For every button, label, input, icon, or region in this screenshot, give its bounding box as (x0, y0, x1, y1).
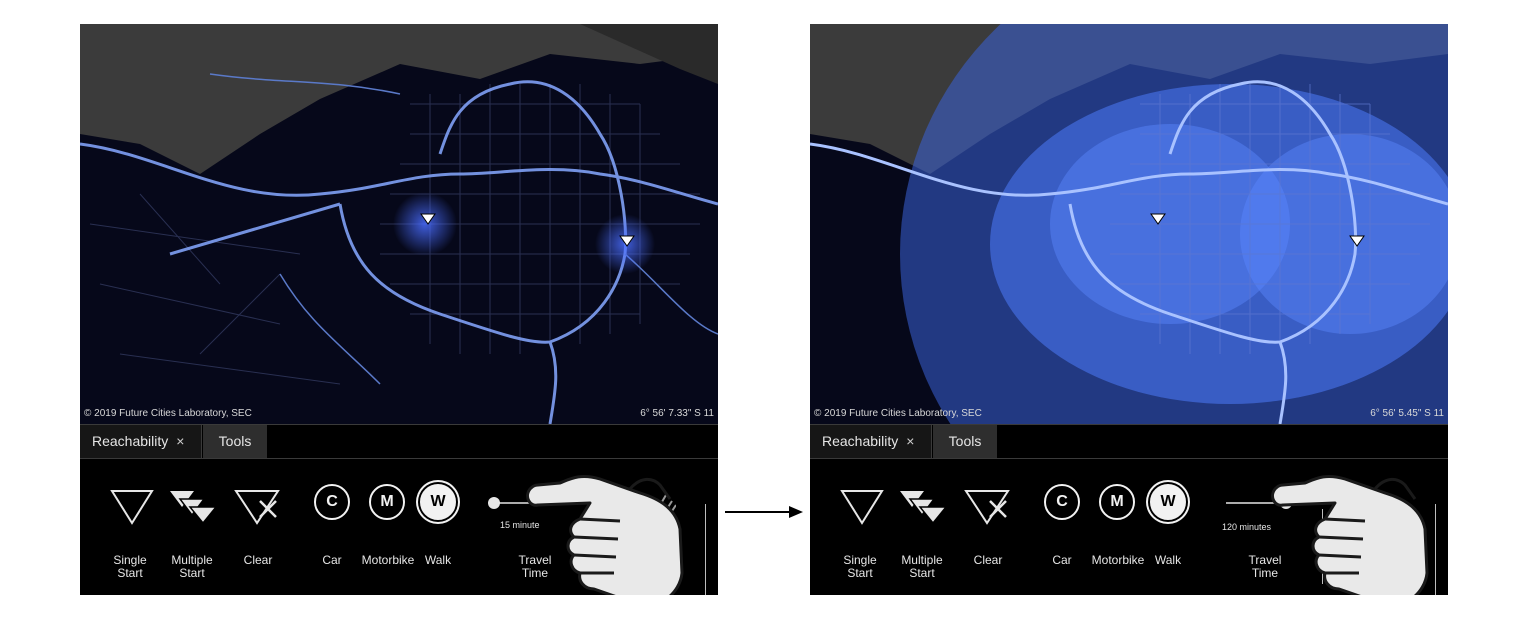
map-attribution: © 2019 Future Cities Laboratory, SEC (84, 408, 252, 419)
toolbar-divider (1435, 504, 1436, 595)
single-start-icon (110, 490, 154, 525)
travel-time-label-line1: Travel (1248, 553, 1282, 567)
single-start-label-line1: Single (113, 553, 147, 567)
car-label: Car (322, 553, 342, 567)
car-mode-button[interactable]: C Car (310, 484, 354, 579)
start-marker (1150, 213, 1166, 225)
start-marker (420, 213, 436, 225)
car-icon: C (1044, 484, 1080, 520)
multiple-start-icon (900, 491, 948, 525)
travel-time-label-line1: Travel (518, 553, 552, 567)
multiple-start-label-line1: Multiple (901, 553, 943, 567)
tab-reachability-label: Reachability (822, 433, 899, 449)
toolbar-divider (705, 504, 706, 595)
clear-button[interactable]: Clear (228, 489, 288, 579)
walk-label: Walk (424, 553, 452, 567)
multiple-start-button[interactable]: Multiple Start (162, 489, 222, 580)
multiple-start-label-line2: Start (179, 566, 205, 580)
motorbike-icon: M (369, 484, 405, 520)
slider-thumb (488, 497, 500, 509)
walk-mode-button[interactable]: W Walk (416, 484, 460, 579)
walk-icon: W (1150, 484, 1186, 520)
before-screenshot: © 2019 Future Cities Laboratory, SEC 6° … (80, 24, 718, 595)
close-icon[interactable]: × (906, 433, 915, 449)
clear-button[interactable]: Clear (958, 489, 1018, 579)
single-start-button[interactable]: Single Start (830, 489, 890, 580)
tab-reachability[interactable]: Reachability × (810, 425, 932, 458)
cursor-coordinate: 6° 56' 5.45" S 11 (1370, 408, 1444, 419)
motorbike-label: Motorbike (361, 553, 415, 567)
clear-label: Clear (243, 553, 273, 567)
right-arrow-icon (725, 506, 803, 518)
hand-pointer-icon (526, 475, 684, 595)
multiple-start-label-line2: Start (909, 566, 935, 580)
motorbike-label: Motorbike (1091, 553, 1145, 567)
travel-time-control[interactable]: 15 minute Travel Time (480, 484, 590, 584)
tab-tools[interactable]: Tools (203, 425, 267, 458)
map-view[interactable]: © 2019 Future Cities Laboratory, SEC 6° … (810, 24, 1448, 424)
travel-time-label-line2: Time (1251, 566, 1279, 580)
travel-time-value: 120 minutes (1222, 522, 1272, 532)
map-attribution: © 2019 Future Cities Laboratory, SEC (814, 408, 982, 419)
clear-icon (234, 490, 280, 525)
tab-bar: Reachability × Tools (810, 424, 1448, 459)
start-marker (619, 235, 635, 247)
single-start-label-line1: Single (843, 553, 877, 567)
clear-icon (964, 490, 1010, 525)
tab-reachability-label: Reachability (92, 433, 169, 449)
close-icon[interactable]: × (176, 433, 185, 449)
walk-icon: W (420, 484, 456, 520)
tab-bar: Reachability × Tools (80, 424, 718, 459)
multiple-start-icon (170, 491, 218, 525)
travel-time-label-line2: Time (521, 566, 549, 580)
travel-time-value: 15 minute (500, 520, 540, 530)
start-marker (1349, 235, 1365, 247)
walk-label: Walk (1154, 553, 1182, 567)
map-canvas (810, 24, 1448, 424)
hand-pointer-icon (1271, 475, 1429, 595)
walk-mode-button[interactable]: W Walk (1146, 484, 1190, 579)
multiple-start-label-line1: Multiple (171, 553, 213, 567)
single-start-label-line2: Start (847, 566, 873, 580)
car-label: Car (1052, 553, 1072, 567)
single-start-button[interactable]: Single Start (100, 489, 160, 580)
tab-tools[interactable]: Tools (933, 425, 997, 458)
clear-label: Clear (973, 553, 1003, 567)
single-start-label-line2: Start (117, 566, 143, 580)
map-canvas (80, 24, 718, 424)
car-icon: C (314, 484, 350, 520)
single-start-icon (840, 490, 884, 525)
map-view[interactable]: © 2019 Future Cities Laboratory, SEC 6° … (80, 24, 718, 424)
motorbike-mode-button[interactable]: M Motorbike (356, 484, 420, 579)
motorbike-icon: M (1099, 484, 1135, 520)
tab-reachability[interactable]: Reachability × (80, 425, 202, 458)
after-screenshot: © 2019 Future Cities Laboratory, SEC 6° … (810, 24, 1448, 595)
motorbike-mode-button[interactable]: M Motorbike (1086, 484, 1150, 579)
multiple-start-button[interactable]: Multiple Start (892, 489, 952, 580)
cursor-coordinate: 6° 56' 7.33" S 11 (640, 408, 714, 419)
car-mode-button[interactable]: C Car (1040, 484, 1084, 579)
